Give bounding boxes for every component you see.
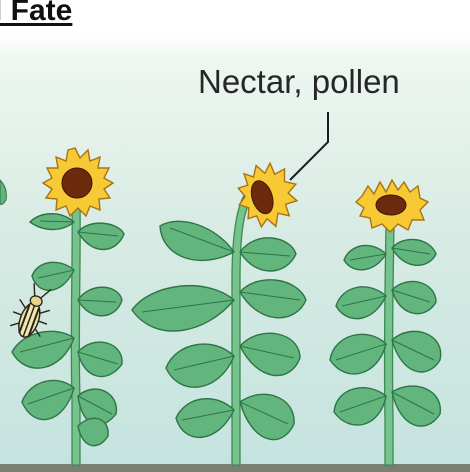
left-edge-leaf: [0, 180, 6, 205]
sunflower-plant-middle: [132, 156, 306, 465]
leaf: [22, 380, 74, 419]
callout-leader-line: [290, 112, 328, 180]
leaf: [12, 331, 74, 368]
leaf: [160, 221, 234, 260]
leaf: [240, 394, 294, 439]
leaf: [392, 239, 436, 265]
leaf: [166, 344, 234, 387]
sunflower-head-upright: [43, 148, 113, 216]
sunflower-head-wilted: [356, 180, 428, 232]
nectar-pollen-label: Nectar, pollen: [198, 62, 400, 102]
leaf: [392, 281, 436, 313]
sunflower-plant-right: [330, 180, 441, 465]
leaf: [240, 280, 306, 318]
leaf: [132, 286, 234, 331]
leaf: [78, 342, 122, 376]
leaf: [32, 262, 74, 290]
leaf: [336, 287, 386, 319]
leaf: [176, 399, 234, 438]
leaf: [78, 418, 108, 445]
leaf: [392, 386, 440, 426]
leaf: [240, 333, 300, 375]
leaf: [330, 334, 386, 374]
leaf: [334, 388, 386, 425]
